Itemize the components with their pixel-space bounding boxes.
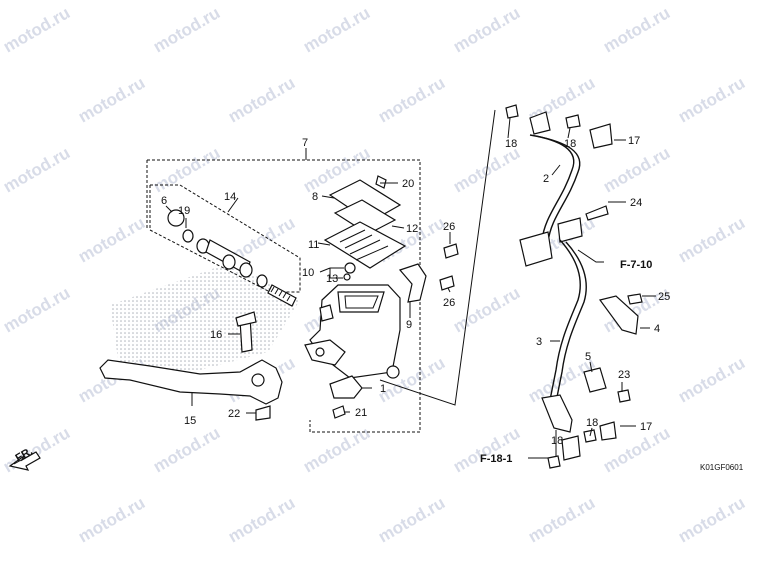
callout-12: 12 <box>406 223 418 235</box>
callout-17-top: 17 <box>628 135 640 147</box>
callout-25: 25 <box>658 291 670 303</box>
callout-20: 20 <box>402 178 414 190</box>
brake-lever <box>99 311 283 421</box>
callout-3: 3 <box>536 336 542 348</box>
callout-18-bottom: 18 <box>551 435 563 447</box>
callout-1: 1 <box>380 383 386 395</box>
callout-2: 2 <box>543 173 549 185</box>
master-cylinder-body <box>304 284 401 379</box>
callout-10: 10 <box>302 267 314 279</box>
hose-guide-line <box>379 109 496 406</box>
callout-5: 5 <box>585 351 591 363</box>
callout-18-right: 18 <box>586 417 598 429</box>
small-parts <box>329 243 459 419</box>
piston-assembly <box>167 209 297 307</box>
callout-18-top-left: 18 <box>505 138 517 150</box>
callout-7: 7 <box>302 137 308 149</box>
lever-shadow <box>110 262 300 378</box>
callout-6: 6 <box>161 195 167 207</box>
ref-f-18-1: F-18-1 <box>480 453 512 465</box>
callout-16: 16 <box>210 329 222 341</box>
callout-19: 19 <box>178 205 190 217</box>
ref-f-7-10: F-7-10 <box>620 259 652 271</box>
brake-hose <box>505 104 643 469</box>
callout-13: 13 <box>326 273 338 285</box>
callout-18-top-right: 18 <box>564 138 576 150</box>
callout-11: 11 <box>308 239 319 251</box>
front-arrow <box>8 451 41 471</box>
callout-8: 8 <box>312 191 318 203</box>
leader-lines <box>165 117 656 459</box>
callout-23: 23 <box>618 369 630 381</box>
assembly-box-7 <box>147 159 421 433</box>
callout-9: 9 <box>406 319 412 331</box>
callout-14: 14 <box>224 191 236 203</box>
reservoir-cap-parts <box>323 175 407 269</box>
callout-26-top: 26 <box>443 221 455 233</box>
callout-4: 4 <box>654 323 660 335</box>
callout-26-bottom: 26 <box>443 297 455 309</box>
diagram-code: K01GF0601 <box>700 463 744 472</box>
callout-22: 22 <box>228 408 240 420</box>
callout-21: 21 <box>355 407 367 419</box>
callout-15: 15 <box>184 415 196 427</box>
callout-17-bottom: 17 <box>640 421 652 433</box>
assembly-box-14 <box>150 184 301 293</box>
callout-24: 24 <box>630 197 642 209</box>
